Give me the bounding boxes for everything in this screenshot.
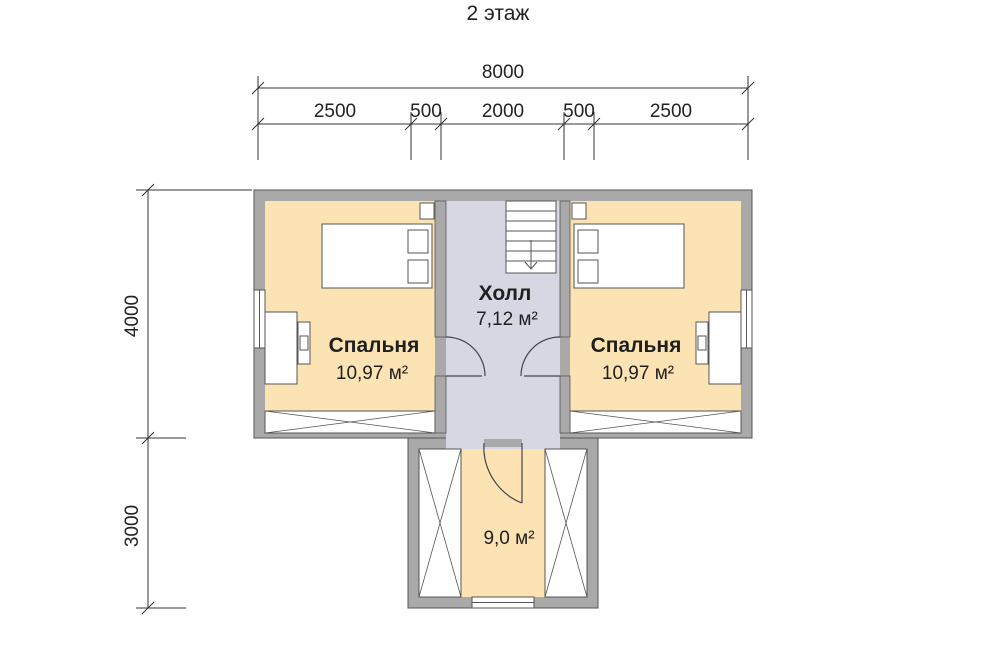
staircase (505, 200, 557, 274)
dimension-segment-4: 500 (563, 101, 595, 122)
hall-corridor-floor (446, 428, 560, 449)
balcony-floor (461, 449, 545, 597)
partition-left-lower (434, 375, 447, 434)
room-area-hall: 7,12 м² (476, 309, 538, 330)
room-name-bedroom-left: Спальня (329, 334, 420, 357)
partition-left (434, 200, 447, 338)
window-balcony (471, 596, 535, 609)
floor-title: 2 этаж (467, 2, 530, 25)
dimension-segment-3: 2000 (482, 101, 524, 122)
annex-storage-right (544, 448, 588, 598)
corner-fixture-left (419, 202, 435, 220)
left-dimensions (136, 183, 252, 615)
desk-right (695, 311, 742, 385)
dimension-segment-2: 500 (410, 101, 442, 122)
door-left-bedroom (445, 336, 486, 377)
door-balcony (483, 439, 523, 504)
corner-fixture-right (571, 202, 587, 220)
dimension-segment-5: 2500 (650, 101, 692, 122)
window-left (253, 289, 266, 349)
storage-strip-left (264, 410, 436, 434)
top-dimensions (251, 76, 755, 160)
room-area-bedroom-right: 10,97 м² (602, 363, 674, 384)
dimension-annex-depth: 3000 (122, 505, 143, 547)
bed-right (573, 223, 685, 289)
dimension-total-width: 8000 (482, 62, 524, 83)
desk-left (264, 311, 311, 385)
bed-left (321, 223, 433, 289)
room-area-balcony: 9,0 м² (483, 528, 534, 549)
room-name-bedroom-right: Спальня (591, 334, 682, 357)
door-right-bedroom (520, 336, 561, 377)
annex-storage-left (418, 448, 462, 598)
room-name-hall: Холл (479, 282, 532, 305)
storage-strip-right (569, 410, 742, 434)
partition-right (559, 200, 571, 338)
dimension-segment-1: 2500 (314, 101, 356, 122)
dimension-main-depth: 4000 (122, 295, 143, 337)
partition-right-lower (559, 375, 571, 434)
window-right (740, 289, 753, 349)
room-area-bedroom-left: 10,97 м² (336, 363, 408, 384)
